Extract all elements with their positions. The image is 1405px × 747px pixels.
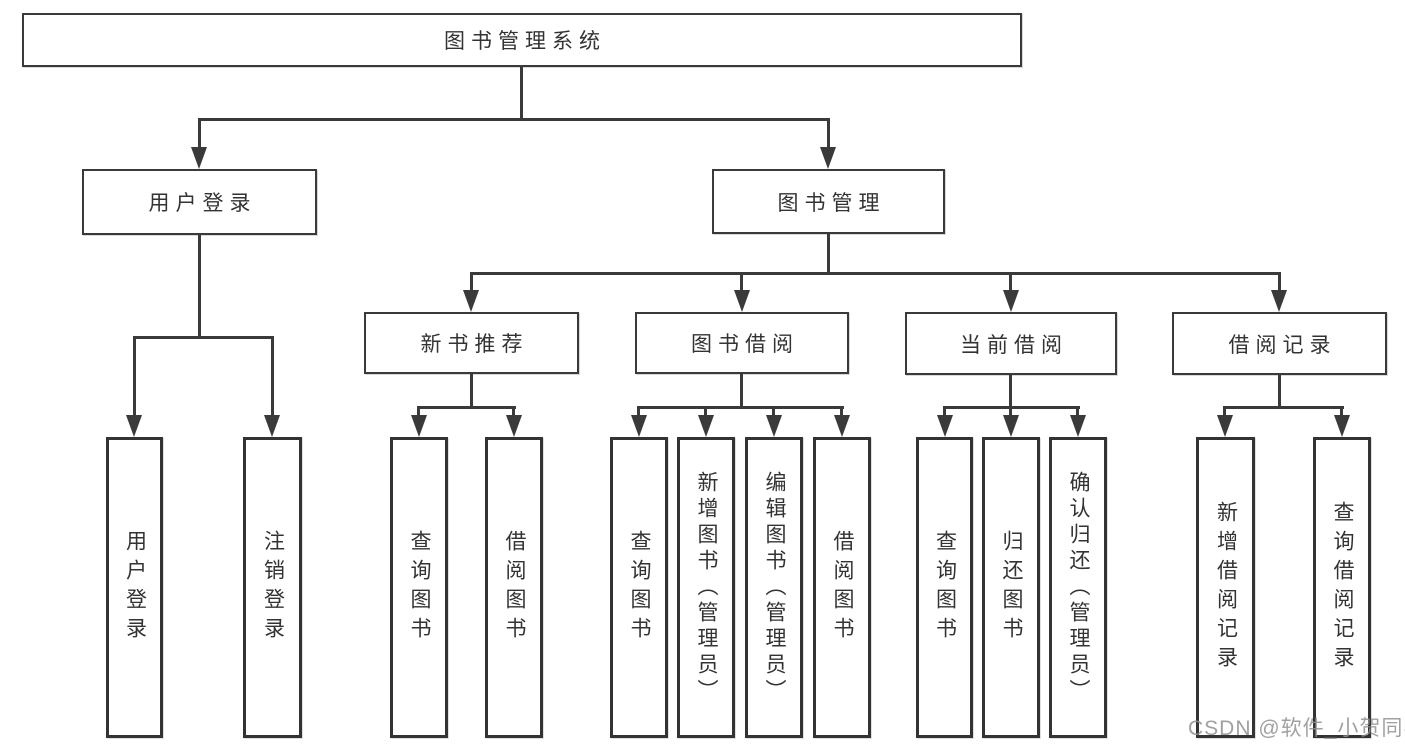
- arrow-down-icon: [834, 415, 850, 437]
- watermark: CSDN @软件_小贺同学: [1188, 717, 1405, 740]
- connector-line: [417, 406, 420, 418]
- connector-line: [637, 406, 640, 418]
- node-borrowing-records: 借阅记录: [1172, 312, 1387, 375]
- node-root: 图书管理系统: [22, 13, 1022, 67]
- leaf-query-books-1: 查询图书: [390, 437, 448, 738]
- connector-line: [133, 336, 274, 339]
- connector-line: [198, 118, 201, 150]
- connector-line: [1223, 406, 1344, 409]
- arrow-down-icon: [126, 415, 142, 437]
- connector-line: [840, 406, 843, 418]
- connector-line: [198, 118, 830, 121]
- connector-line: [827, 118, 830, 150]
- connector-line: [637, 406, 844, 409]
- arrow-down-icon: [1070, 415, 1086, 437]
- connector-line: [1278, 272, 1281, 292]
- connector-line: [943, 406, 946, 418]
- leaf-logout: 注销登录: [243, 437, 302, 738]
- connector-line: [1076, 406, 1079, 418]
- connector-line: [772, 406, 775, 418]
- connector-line: [740, 374, 743, 408]
- connector-line: [271, 336, 274, 418]
- leaf-query-books-3: 查询图书: [916, 437, 973, 738]
- node-book-borrowing: 图书借阅: [635, 312, 849, 374]
- node-book-management: 图书管理: [712, 169, 945, 234]
- connector-line: [133, 336, 136, 418]
- arrow-down-icon: [698, 415, 714, 437]
- connector-line: [470, 272, 1281, 275]
- leaf-confirm-return-admin: 确认归还（管理员）: [1049, 437, 1107, 738]
- arrow-down-icon: [191, 147, 207, 169]
- leaf-add-book-admin: 新增图书（管理员）: [677, 437, 735, 738]
- arrow-down-icon: [1271, 290, 1287, 312]
- connector-line: [704, 406, 707, 418]
- arrow-down-icon: [1003, 415, 1019, 437]
- leaf-query-borrow-record: 查询借阅记录: [1313, 437, 1371, 738]
- leaf-return-book: 归还图书: [982, 437, 1040, 738]
- connector-line: [1278, 375, 1281, 408]
- connector-line: [1223, 406, 1226, 418]
- connector-line: [740, 272, 743, 292]
- leaf-borrow-books-1: 借阅图书: [485, 437, 543, 738]
- leaf-add-borrow-record: 新增借阅记录: [1196, 437, 1255, 738]
- arrow-down-icon: [734, 290, 750, 312]
- arrow-down-icon: [1334, 415, 1350, 437]
- connector-line: [520, 67, 523, 120]
- node-user-login: 用户登录: [82, 169, 317, 235]
- arrow-down-icon: [506, 415, 522, 437]
- connector-line: [512, 406, 515, 418]
- leaf-query-books-2: 查询图书: [610, 437, 668, 738]
- connector-line: [1009, 375, 1012, 408]
- arrow-down-icon: [766, 415, 782, 437]
- arrow-down-icon: [1003, 290, 1019, 312]
- connector-line: [417, 406, 516, 409]
- arrow-down-icon: [820, 147, 836, 169]
- connector-line: [470, 272, 473, 292]
- connector-line: [1340, 406, 1343, 418]
- connector-line: [827, 234, 830, 274]
- arrow-down-icon: [1217, 415, 1233, 437]
- node-new-book-recommend: 新书推荐: [364, 312, 579, 374]
- arrow-down-icon: [411, 415, 427, 437]
- leaf-edit-book-admin: 编辑图书（管理员）: [745, 437, 803, 738]
- arrow-down-icon: [463, 290, 479, 312]
- node-current-borrowing: 当前借阅: [905, 312, 1117, 375]
- connector-line: [198, 235, 201, 338]
- arrow-down-icon: [264, 415, 280, 437]
- leaf-borrow-books-2: 借阅图书: [813, 437, 871, 738]
- connector-line: [470, 374, 473, 408]
- connector-line: [1009, 272, 1012, 292]
- arrow-down-icon: [631, 415, 647, 437]
- connector-line: [1009, 406, 1012, 418]
- leaf-user-login: 用户登录: [106, 437, 163, 738]
- arrow-down-icon: [937, 415, 953, 437]
